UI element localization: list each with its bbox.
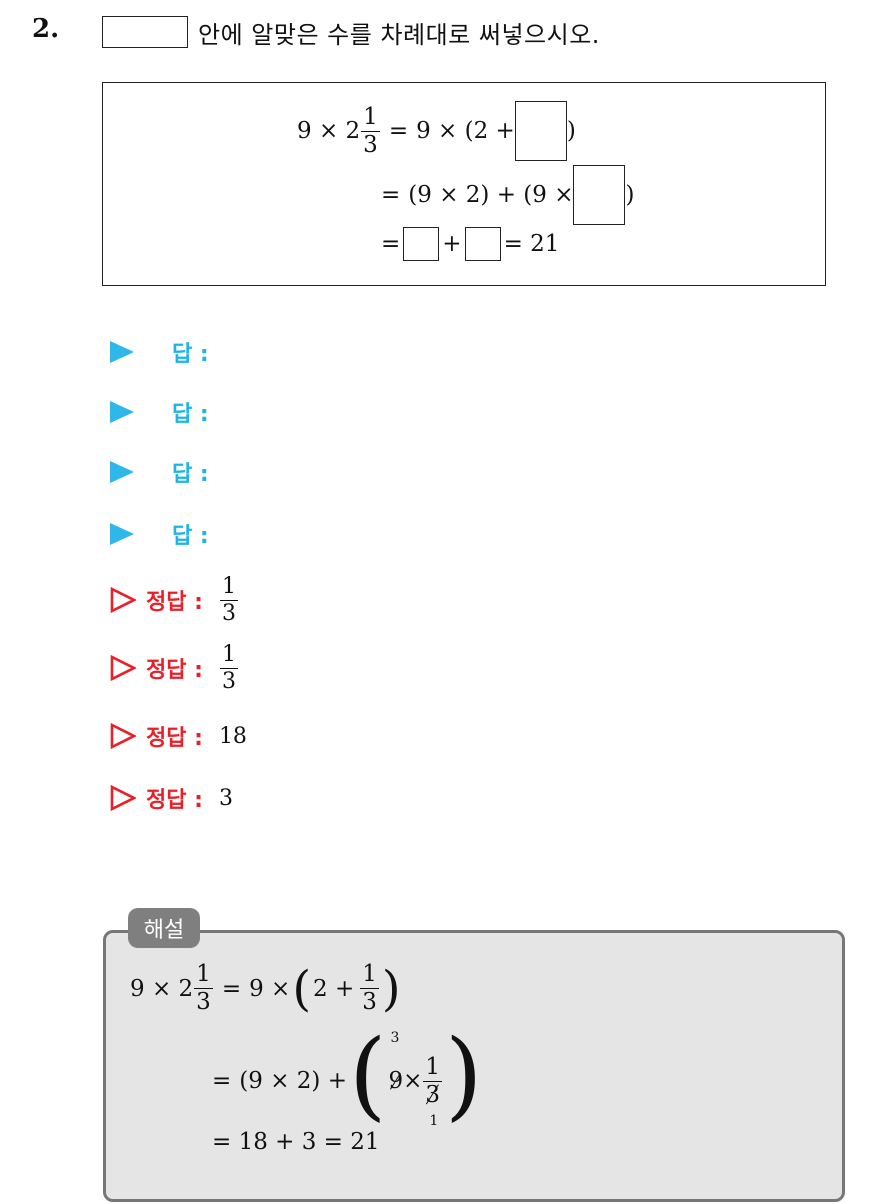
equals-sign: = (212, 1068, 232, 1094)
expr-tail: = 21 (503, 231, 560, 257)
play-triangle-icon (110, 401, 134, 423)
answer-row[interactable]: 답 : (110, 392, 209, 432)
correct-label: 정답 : (146, 788, 203, 813)
answer-label: 답 : (172, 342, 209, 367)
close-paren: ) (445, 1019, 483, 1131)
answer-row[interactable]: 답 : (110, 452, 209, 492)
expr-mid: 9 × (249, 975, 291, 1002)
cancelled-three: 3 (425, 1081, 440, 1108)
answer-label: 답 : (172, 402, 209, 427)
correct-value: 18 (218, 723, 247, 749)
answer-row[interactable]: 답 : (110, 514, 209, 554)
solution-tag: 해설 (128, 908, 200, 948)
problem-line-1: 9 × 2 1 3 = 9 × (2 + ) (297, 101, 576, 161)
correct-answer-row: 정답 : 1 3 (110, 574, 239, 626)
outline-triangle-icon (110, 587, 136, 613)
cancelled-nine: 9 (388, 1068, 404, 1094)
question-line: 안에 알맞은 수를 차례대로 써넣으시오. (102, 12, 600, 52)
solution-line-1: 9 × 2 1 3 = 9 × ( 2 + 1 3 ) (130, 963, 403, 1014)
correct-label: 정답 : (146, 726, 203, 751)
fraction-one-third: 1 3 (194, 961, 213, 1015)
answer-blank-2[interactable] (573, 165, 626, 225)
correct-value-fraction: 1 3 (219, 573, 238, 626)
solution-line-2: = (9 × 2) + ( 3 9 × 1 3 1 ) (212, 1019, 484, 1133)
close-paren: ) (566, 118, 576, 144)
correct-label: 정답 : (146, 658, 203, 683)
expr-right: 9 × (2 + (416, 118, 515, 144)
correct-answer-row: 정답 : 1 3 (110, 642, 239, 694)
answer-label: 답 : (172, 462, 209, 487)
answer-row[interactable]: 답 : (110, 332, 209, 372)
equals-sign: = (381, 182, 401, 208)
expr-mid: (9 × 2) + (239, 1068, 347, 1094)
correct-answer-row: 정답 : 18 (110, 716, 247, 756)
fraction-one-third: 1 3 (361, 103, 380, 158)
correct-value: 3 (218, 785, 233, 811)
cancel-result-bottom: 1 (429, 1112, 439, 1129)
answer-label: 답 : (172, 524, 209, 549)
equals-sign: = (221, 975, 242, 1002)
play-triangle-icon (110, 341, 134, 363)
correct-label: 정답 : (146, 590, 203, 615)
answer-blank-1[interactable] (514, 101, 567, 161)
question-number: 2. (32, 14, 60, 44)
answer-blank-3[interactable] (403, 227, 440, 261)
times-sign: × (403, 1068, 423, 1094)
outline-triangle-icon (110, 723, 136, 749)
solution-line-3: = 18 + 3 = 21 (212, 1129, 380, 1155)
question-instruction: 안에 알맞은 수를 차례대로 써넣으시오. (198, 20, 600, 49)
outline-triangle-icon (110, 785, 136, 811)
expr-left: 9 × 2 (130, 975, 194, 1002)
play-triangle-icon (110, 523, 134, 545)
plus-sign: + (442, 231, 462, 257)
close-paren: ) (381, 960, 401, 1017)
solution-result: = 18 + 3 = 21 (212, 1129, 380, 1155)
outline-triangle-icon (110, 655, 136, 681)
correct-value-fraction: 1 3 (219, 641, 238, 694)
blank-box-icon (102, 16, 188, 48)
expr-inner: 2 + (313, 975, 355, 1002)
correct-answer-row: 정답 : 3 (110, 778, 233, 818)
open-paren: ( (292, 960, 312, 1017)
cancel-result-top: 3 (390, 1029, 400, 1046)
problem-line-2: = (9 × 2) + (9 × ) (381, 165, 634, 225)
close-paren: ) (625, 182, 635, 208)
solution-box: 9 × 2 1 3 = 9 × ( 2 + 1 3 ) = (9 × 2) + … (103, 930, 845, 1202)
play-triangle-icon (110, 461, 134, 483)
problem-line-3: = + = 21 (381, 227, 559, 261)
problem-box: 9 × 2 1 3 = 9 × (2 + ) = (9 × 2) + (9 × … (102, 82, 826, 286)
fraction-one-third: 1 3 1 (423, 1053, 442, 1129)
cancel-expression: 3 9 × 1 3 1 (388, 1030, 443, 1129)
expr-right: (9 × 2) + (9 × (408, 182, 574, 208)
answer-blank-4[interactable] (464, 227, 501, 261)
equals-sign: = (381, 231, 401, 257)
fraction-one-third: 1 3 (360, 961, 379, 1015)
expr-left: 9 × 2 (297, 118, 361, 144)
equals-sign: = (388, 118, 409, 144)
open-paren: ( (348, 1019, 387, 1131)
